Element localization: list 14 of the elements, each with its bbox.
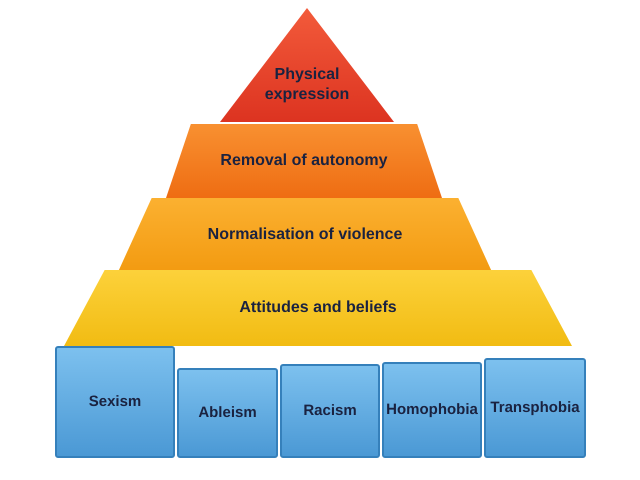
- block-label: Homophobia: [386, 400, 478, 420]
- base-block: [177, 368, 278, 458]
- layer-label: Normalisation of violence: [208, 225, 402, 245]
- block-label: Transphobia: [490, 398, 580, 418]
- layer-label: Physical expression: [264, 65, 350, 105]
- block-label: Sexism: [88, 392, 142, 412]
- base-block: [55, 346, 175, 458]
- layer-label: Removal of autonomy: [220, 151, 388, 171]
- base-block: [382, 362, 482, 458]
- layer-label: Attitudes and beliefs: [239, 298, 397, 318]
- block-label: Racism: [303, 402, 357, 420]
- base-block: [484, 358, 586, 458]
- block-label: Ableism: [198, 404, 257, 422]
- base-block: [280, 364, 380, 458]
